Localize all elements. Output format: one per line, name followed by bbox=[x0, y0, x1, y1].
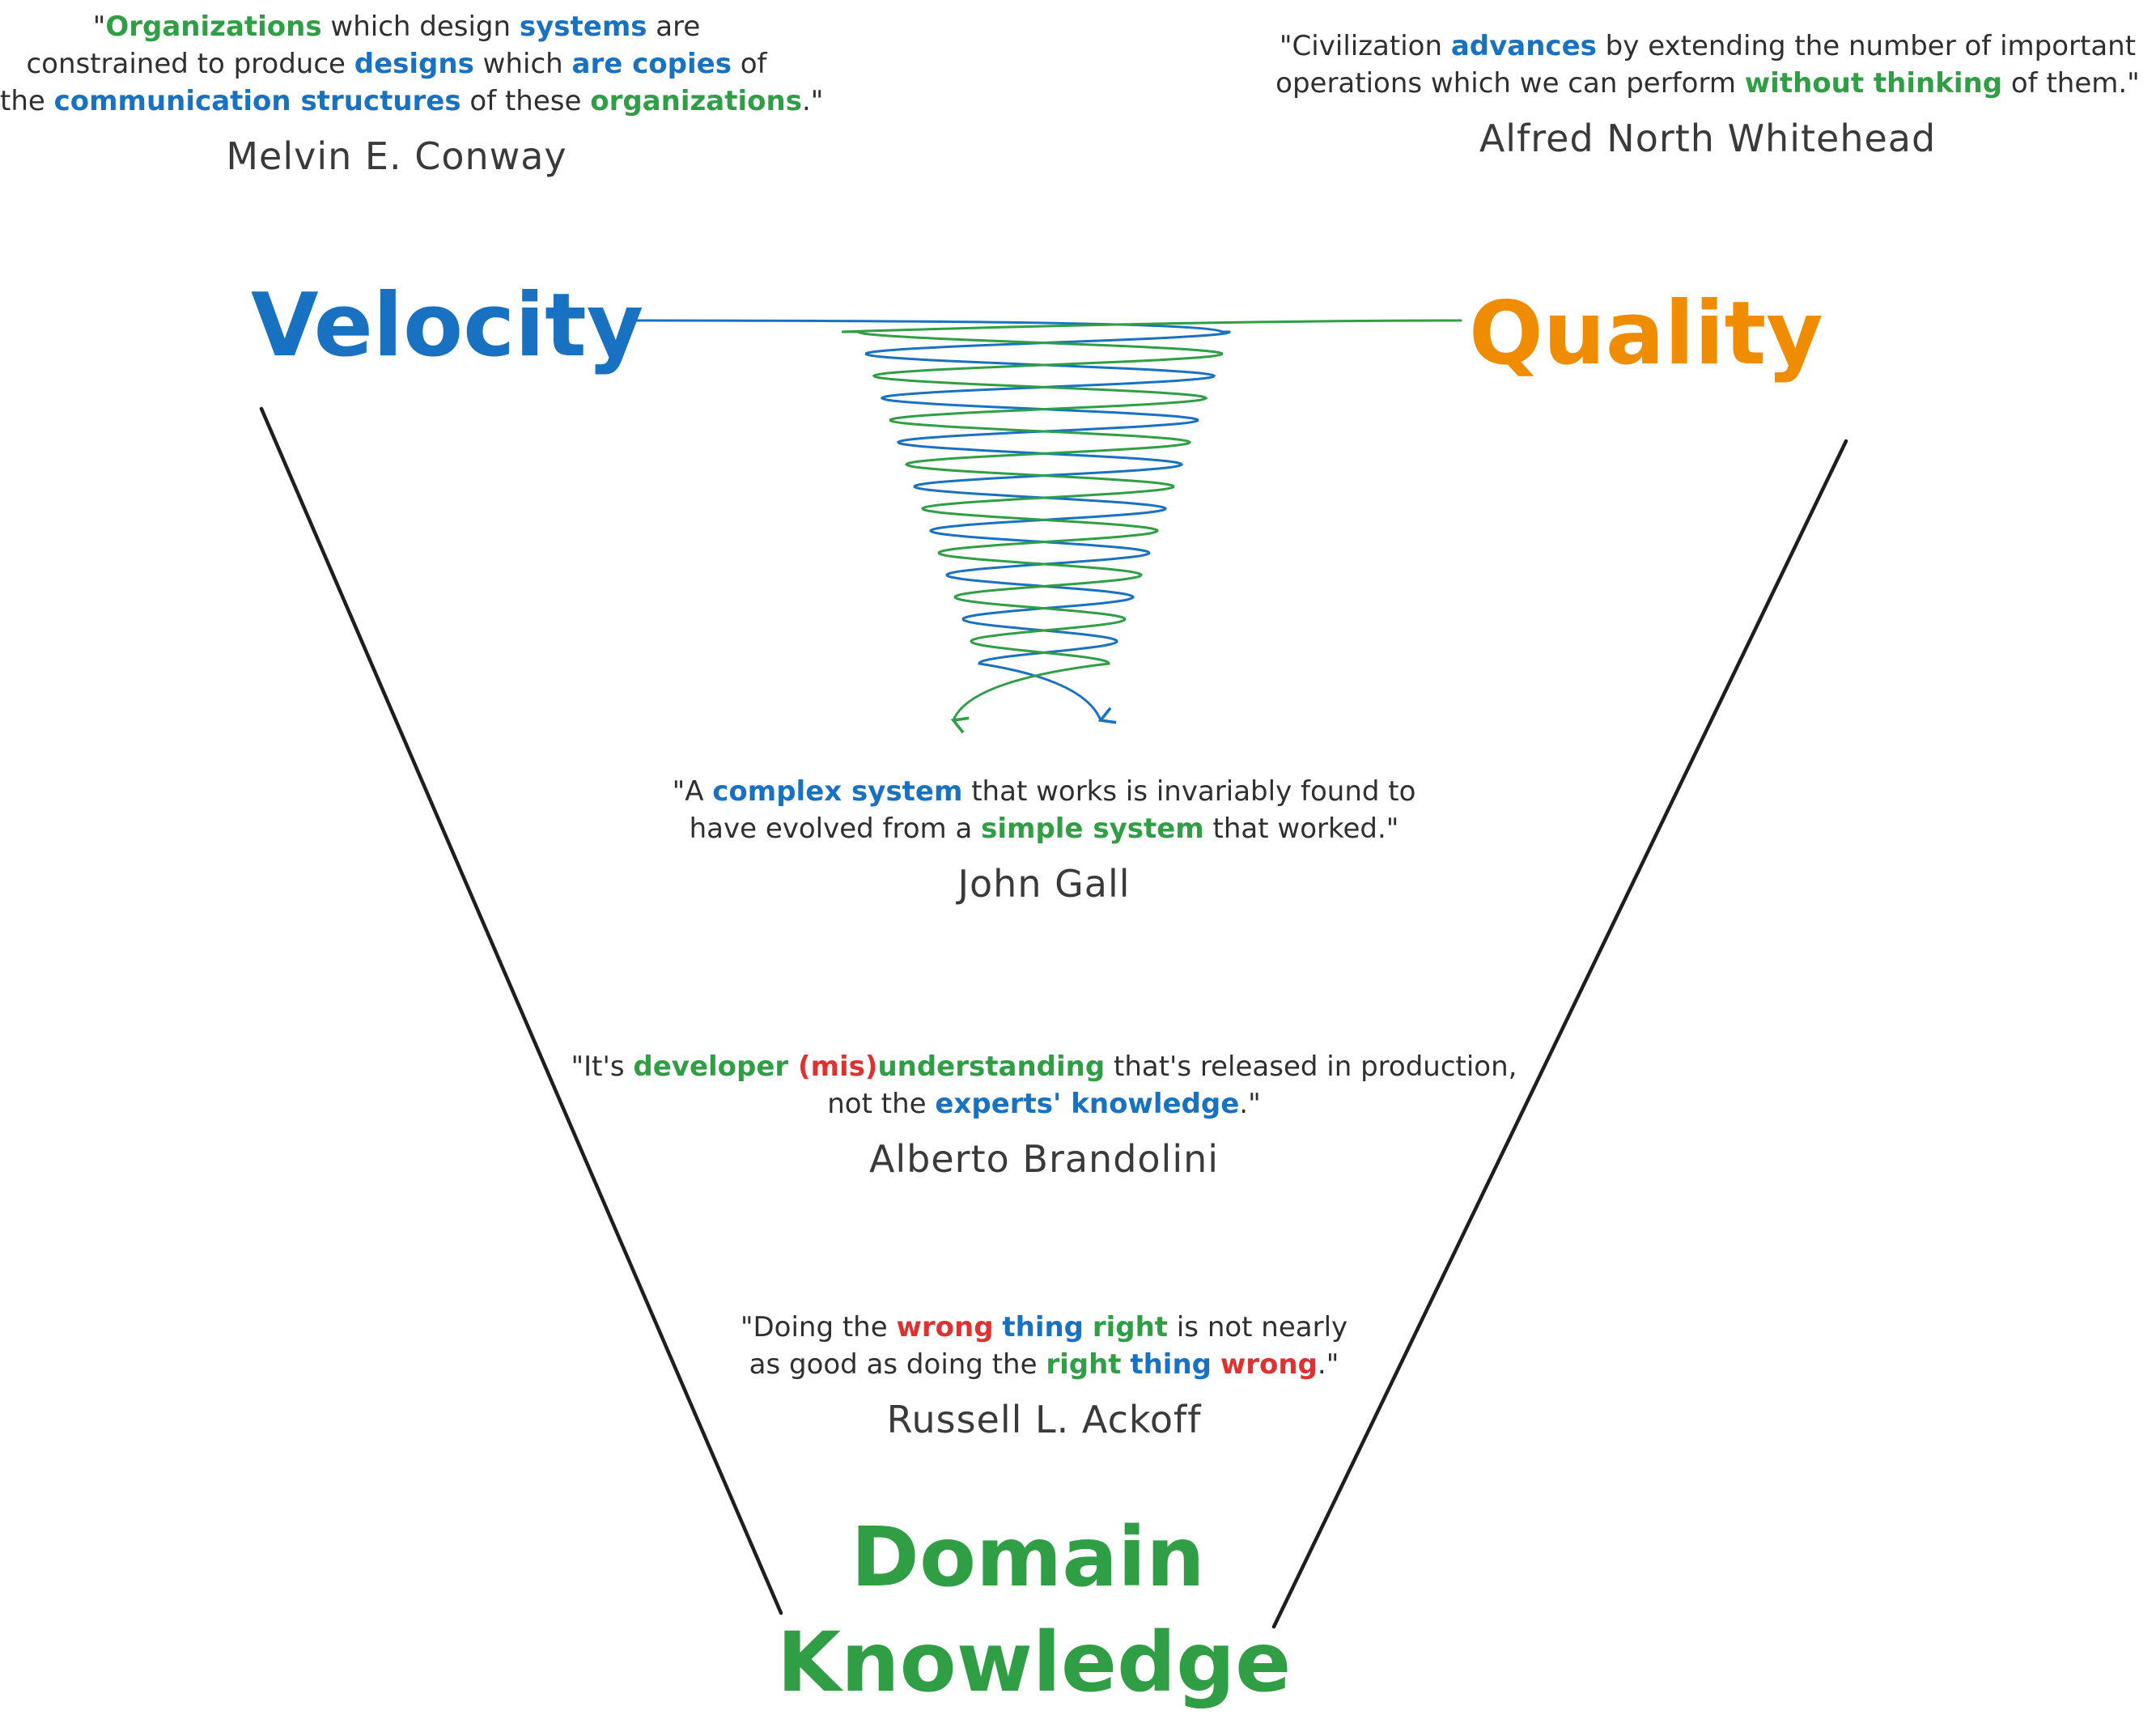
velocity-label: Velocity bbox=[251, 275, 644, 376]
quote-fragment: operations which we can perform bbox=[1275, 67, 1745, 100]
quote-fragment: are bbox=[647, 11, 701, 43]
quote-fragment: that worked." bbox=[1203, 813, 1399, 845]
highlighted-term: Organizations bbox=[105, 11, 322, 43]
quote-fragment: of them." bbox=[2002, 67, 2140, 100]
quote-fragment: which design bbox=[321, 11, 520, 43]
quote-line: "Doing the wrong thing right is not near… bbox=[680, 1309, 1408, 1346]
quote-fragment: "Doing the bbox=[740, 1311, 897, 1343]
quality-spiral bbox=[841, 319, 1462, 734]
quote-line: the communication structures of these or… bbox=[0, 83, 823, 120]
quote-author: Alfred North Whitehead bbox=[1479, 117, 1937, 160]
quote-fragment: constrained to produce bbox=[26, 48, 354, 80]
quote-fragment: that works is invariably found to bbox=[962, 775, 1416, 808]
quote-fragment: have evolved from a bbox=[689, 813, 982, 845]
quote-whitehead: "Civilization advances by extending the … bbox=[1271, 28, 2145, 160]
funnel-left-edge bbox=[259, 406, 783, 1615]
quote-author: John Gall bbox=[957, 862, 1131, 906]
quality-label: Quality bbox=[1469, 283, 1823, 384]
quote-author: Alberto Brandolini bbox=[868, 1137, 1220, 1181]
quote-line: as good as doing the right thing wrong." bbox=[680, 1346, 1408, 1383]
quote-line: not the experts' knowledge." bbox=[534, 1085, 1554, 1123]
highlighted-term: right bbox=[1092, 1311, 1169, 1343]
quote-fragment: ." bbox=[1317, 1348, 1339, 1381]
highlighted-term: simple system bbox=[981, 813, 1204, 845]
domain-label-line-1: Domain bbox=[851, 1509, 1205, 1606]
quote-fragment: ." bbox=[801, 85, 824, 117]
quote-fragment: "A bbox=[672, 775, 713, 808]
highlighted-term: complex system bbox=[712, 775, 963, 808]
quote-ackoff: "Doing the wrong thing right is not near… bbox=[680, 1309, 1408, 1441]
highlighted-term: wrong bbox=[896, 1311, 994, 1343]
domain-knowledge-label: Domain Knowledge bbox=[777, 1505, 1292, 1716]
quote-line: "A complex system that works is invariab… bbox=[599, 773, 1489, 810]
highlighted-term: communication structures bbox=[53, 85, 461, 117]
highlighted-term: are copies bbox=[571, 48, 732, 80]
quote-fragment: not the bbox=[827, 1088, 936, 1120]
quote-fragment: is not nearly bbox=[1168, 1311, 1348, 1343]
quote-fragment: that's released in production, bbox=[1105, 1051, 1517, 1083]
highlighted-term: experts' knowledge bbox=[935, 1088, 1240, 1120]
quote-fragment bbox=[1122, 1348, 1131, 1381]
quote-fragment: "It's bbox=[571, 1051, 634, 1083]
quote-brandolini: "It's developer (mis)understanding that'… bbox=[534, 1048, 1554, 1181]
highlighted-term: right bbox=[1046, 1348, 1122, 1381]
highlighted-term: wrong bbox=[1220, 1348, 1318, 1381]
quote-author: Melvin E. Conway bbox=[226, 134, 567, 178]
highlighted-term: designs bbox=[354, 48, 474, 80]
quote-fragment: " bbox=[92, 11, 106, 43]
highlighted-term: developer bbox=[633, 1051, 799, 1083]
highlighted-term: organizations bbox=[590, 85, 802, 117]
highlighted-term: advances bbox=[1450, 30, 1597, 62]
velocity-spiral bbox=[634, 319, 1231, 724]
domain-label-line-2: Knowledge bbox=[777, 1615, 1292, 1711]
highlighted-term: understanding bbox=[877, 1051, 1106, 1083]
quote-fragment: ." bbox=[1239, 1088, 1261, 1120]
quote-line: "Organizations which design systems are bbox=[0, 8, 793, 45]
quote-text: "Civilization advances by extending the … bbox=[1271, 28, 2145, 102]
highlighted-term: without thinking bbox=[1744, 67, 2003, 100]
funnel-right-edge bbox=[1271, 439, 1848, 1629]
quote-gall: "A complex system that works is invariab… bbox=[599, 773, 1489, 906]
quote-fragment: of bbox=[731, 48, 767, 80]
quote-fragment: by extending the number of important bbox=[1596, 30, 2137, 62]
quote-line: "Civilization advances by extending the … bbox=[1271, 28, 2145, 65]
quote-text: "A complex system that works is invariab… bbox=[599, 773, 1489, 847]
quote-fragment: of these bbox=[460, 85, 591, 117]
quote-fragment bbox=[1212, 1348, 1220, 1381]
quote-line: constrained to produce designs which are… bbox=[0, 45, 793, 83]
highlighted-term: (mis) bbox=[798, 1051, 878, 1083]
quote-line: "It's developer (mis)understanding that'… bbox=[534, 1048, 1554, 1085]
quote-line: have evolved from a simple system that w… bbox=[599, 810, 1489, 847]
quote-fragment: which bbox=[473, 48, 572, 80]
quote-fragment bbox=[1084, 1311, 1093, 1343]
quote-line: operations which we can perform without … bbox=[1271, 65, 2145, 102]
highlighted-term: systems bbox=[519, 11, 647, 43]
quote-text: "It's developer (mis)understanding that'… bbox=[534, 1048, 1554, 1123]
quote-author: Russell L. Ackoff bbox=[886, 1398, 1202, 1441]
highlighted-term: thing bbox=[1002, 1311, 1084, 1343]
quote-fragment: as good as doing the bbox=[749, 1348, 1046, 1381]
quote-fragment bbox=[994, 1311, 1003, 1343]
quote-fragment: the bbox=[0, 85, 54, 117]
highlighted-term: thing bbox=[1130, 1348, 1212, 1381]
quote-fragment: "Civilization bbox=[1279, 30, 1451, 62]
quote-text: "Doing the wrong thing right is not near… bbox=[680, 1309, 1408, 1383]
